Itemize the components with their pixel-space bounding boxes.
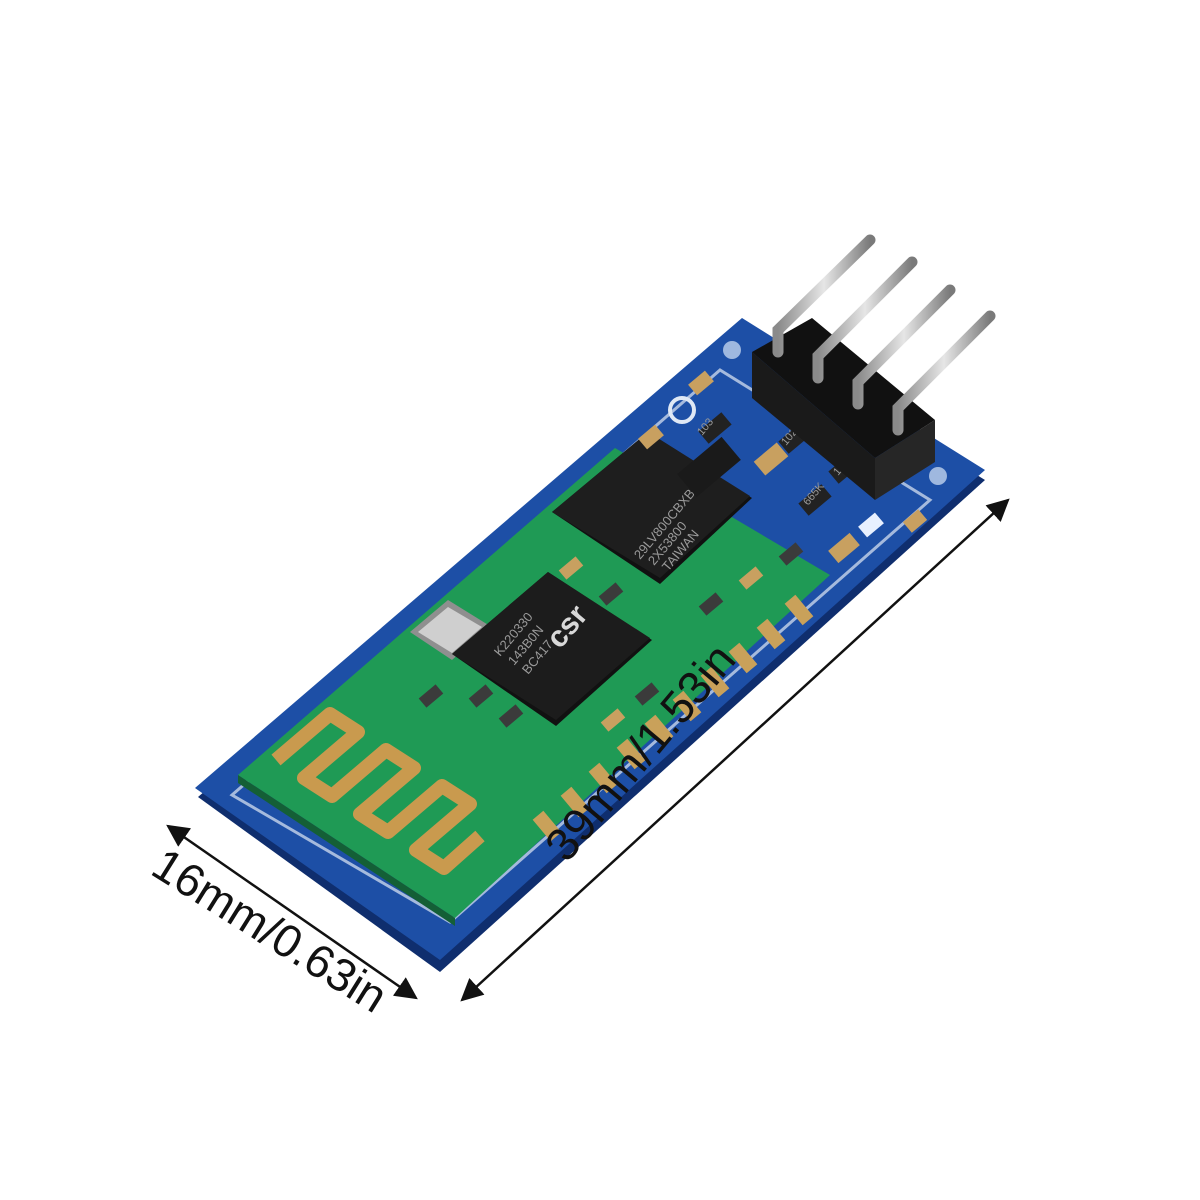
length-dimension-arrow: [460, 498, 1010, 1002]
pin-4: [892, 310, 996, 436]
pin-1: [772, 234, 876, 358]
voltage-regulator: [677, 436, 741, 498]
pin-3: [852, 284, 956, 410]
width-dimension-arrow: [166, 824, 418, 1000]
pin-header: [752, 234, 996, 500]
pin-2: [812, 256, 918, 384]
mounting-holes: [638, 341, 947, 533]
antenna-trace: [271, 707, 485, 875]
